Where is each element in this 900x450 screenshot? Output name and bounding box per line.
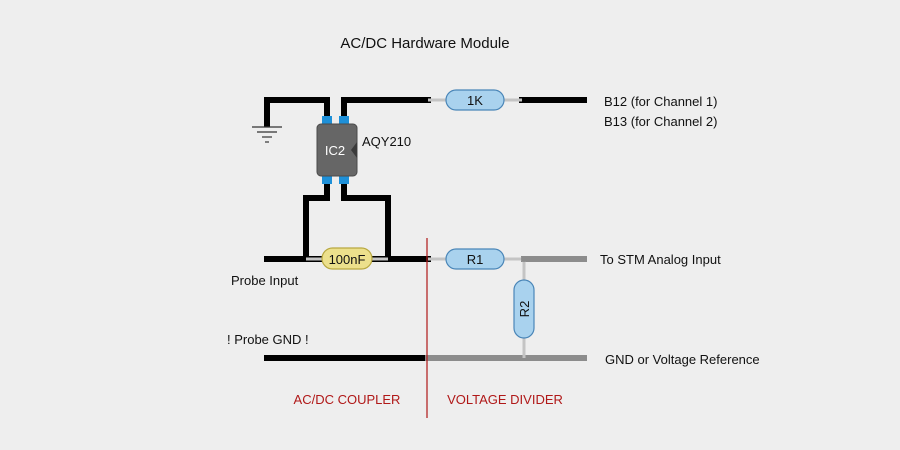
ic2-optorelay: IC2 (316, 116, 358, 184)
ground-wire (264, 97, 330, 127)
resistor-1k-label: 1K (467, 93, 483, 108)
ground-icon (252, 126, 282, 143)
capacitor-label: 100nF (329, 252, 366, 267)
divider-thin-wires (306, 98, 526, 358)
probe-input-label: Probe Input (231, 273, 299, 288)
capacitor-100nf: 100nF (321, 247, 373, 270)
top-wires (264, 97, 587, 361)
probe-gnd-label: ! Probe GND ! (227, 332, 309, 347)
ic2-ref-label: IC2 (325, 143, 345, 158)
ic-right-pin-wire (341, 175, 391, 262)
stm-input-label: To STM Analog Input (600, 252, 721, 267)
ic-to-1k-wire (341, 97, 431, 125)
resistor-r2-label: R2 (517, 301, 532, 318)
resistor-r1-label: R1 (467, 252, 484, 267)
b12-label: B12 (for Channel 1) (604, 94, 717, 109)
resistor-r2: R2 (513, 279, 535, 339)
ic2-notch (351, 142, 357, 158)
resistor-1k: 1K (445, 89, 505, 111)
ic-left-pin-wire (303, 175, 330, 262)
gnd-ref-label: GND or Voltage Reference (605, 352, 760, 367)
coupler-section-label: AC/DC COUPLER (294, 392, 401, 407)
ic2-pin-3 (322, 174, 332, 184)
ic2-pin-2 (339, 116, 349, 126)
divider-wires (425, 256, 587, 361)
ic2-part-label: AQY210 (362, 134, 411, 149)
diagram-title: AC/DC Hardware Module (340, 35, 509, 52)
resistor-r1: R1 (445, 248, 505, 270)
divider-section-label: VOLTAGE DIVIDER (447, 392, 563, 407)
ic2-pin-1 (322, 116, 332, 126)
b13-label: B13 (for Channel 2) (604, 114, 717, 129)
ic2-pin-4 (339, 174, 349, 184)
r1-r2-junction (521, 256, 527, 262)
